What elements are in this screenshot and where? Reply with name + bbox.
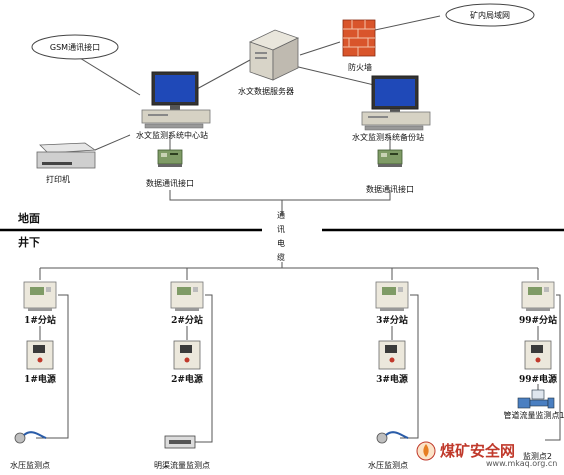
substation-column: 3#分站 3#电源: [375, 281, 409, 385]
substation-label: 3#分站: [376, 314, 408, 326]
cable-char-1: 通: [277, 210, 285, 220]
watermark-text: 煤矿安全网: [440, 442, 515, 460]
power-box-icon: [378, 340, 406, 370]
power-label: 3#电源: [376, 373, 408, 385]
substation-box-icon: [170, 281, 204, 311]
sensor-label: 明渠流量监测点: [154, 460, 210, 470]
interface-left-label: 数据通讯接口: [146, 178, 194, 188]
center-station-computer: [141, 71, 211, 129]
ground-label: 地面: [18, 211, 40, 225]
gsm-cloud: GSM通讯接口: [31, 34, 119, 60]
sensor-label: 水压监测点: [368, 460, 408, 470]
cable-char-2: 讯: [277, 225, 285, 234]
substation-label: 2#分站: [171, 314, 203, 326]
watermark-url: www.mkaq.org.cn: [486, 459, 557, 468]
flow-meter-icon: [517, 389, 555, 409]
sensor-label: 管道流量监测点1: [503, 410, 564, 420]
substation-label: 99#分站: [519, 314, 557, 326]
flame-logo-icon: [416, 441, 436, 461]
lan-label: 矿内局域网: [470, 10, 510, 20]
substation-column: 99#分站 99#电源: [519, 281, 557, 385]
interface-board-icon: [157, 149, 183, 167]
firewall-icon: [342, 19, 376, 57]
printer-icon: [36, 142, 97, 169]
surface-links: [74, 15, 441, 215]
substation-box-icon: [23, 281, 57, 311]
backup-station-label: 水文监测系统备份站: [352, 132, 424, 142]
watermark: 煤矿安全网 www.mkaq.org.cn: [416, 441, 557, 468]
gsm-label: GSM通讯接口: [50, 42, 100, 52]
power-label: 99#电源: [519, 373, 557, 385]
substation-box-icon: [521, 281, 555, 311]
interface-right-label: 数据通讯接口: [366, 184, 414, 194]
channel-sensor-icon: [164, 435, 196, 449]
backup-station-computer: [361, 75, 431, 131]
sensor-label: 监测点2: [523, 451, 552, 461]
server-label: 水文数据服务器: [238, 86, 294, 96]
cable-char-4: 缆: [277, 252, 285, 262]
firewall-label: 防火墙: [348, 62, 372, 72]
substation-label: 1#分站: [24, 314, 56, 326]
cable-label: 通 讯 电 缆: [277, 210, 285, 262]
substation-column: 2#分站 2#电源: [170, 281, 204, 385]
center-station-label: 水文监测系统中心站: [136, 130, 208, 140]
power-box-icon: [26, 340, 54, 370]
sensor-label: 水压监测点: [10, 460, 50, 470]
power-label: 1#电源: [24, 373, 56, 385]
underground-label: 井下: [18, 235, 40, 249]
printer-label: 打印机: [46, 174, 70, 184]
power-box-icon: [173, 340, 201, 370]
pressure-sensor-icon: [14, 431, 47, 444]
interface-board-icon: [377, 149, 403, 167]
substation-column: 1#分站 1#电源: [23, 281, 57, 385]
pressure-sensor-icon: [376, 431, 409, 444]
lan-cloud: 矿内局域网: [445, 3, 535, 27]
substation-box-icon: [375, 281, 409, 311]
server-icon: [248, 29, 300, 81]
underground-bus: [39, 262, 539, 280]
power-box-icon: [524, 340, 552, 370]
cable-char-3: 电: [277, 238, 285, 248]
power-label: 2#电源: [171, 373, 203, 385]
